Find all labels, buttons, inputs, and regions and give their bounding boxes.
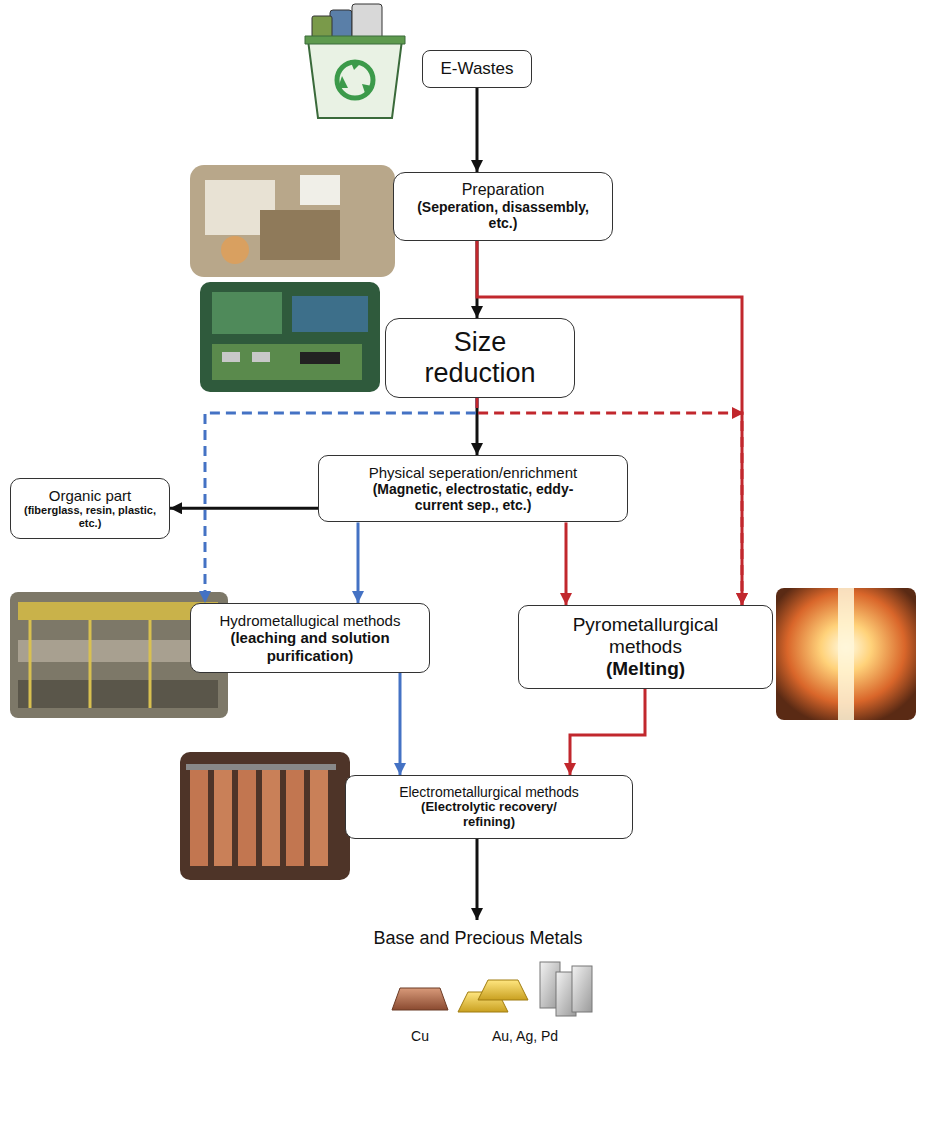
node-detail: (leaching and solution purification) [215,629,405,664]
flow-arrow [565,522,568,605]
node-title: Electrometallurgical methods [399,784,579,800]
process-box: Preparation(Seperation, disassembly, etc… [393,172,613,241]
output-node: Base and Precious Metals [340,920,616,957]
flow-arrow [170,507,318,510]
node-title: Preparation [462,181,545,199]
process-box: Electrometallurgical methods(Electrolyti… [345,775,633,839]
node-detail: (Melting) [606,658,685,680]
node-title: Organic part [49,487,132,504]
metal-label: Au, Ag, Pd [455,1028,595,1044]
node-title: Pyrometallurgical methods [551,614,741,658]
ewaste-bin-icon [305,4,405,118]
flow-arrow [357,522,360,603]
process-box: Physical seperation/enrichment(Magnetic,… [318,455,628,522]
node-title: Size reduction [415,327,545,389]
flow-arrow [399,673,402,775]
process-box: Pyrometallurgical methods(Melting) [518,605,773,689]
node-detail: (Electrolytic recovery/ refining) [394,800,584,830]
node-detail: (Magnetic, electrostatic, eddy-current s… [358,481,588,513]
node-title: Physical seperation/enrichment [369,464,577,481]
metal-bars [392,962,592,1016]
flow-arrow [570,689,645,775]
process-box: Organic part(fiberglass, resin, plastic,… [10,478,170,539]
node-title: E-Wastes [440,59,513,79]
furnace-fire-photo [776,588,916,720]
flow-arrow [476,88,479,172]
process-box: Size reduction [385,318,575,398]
metal-label: Cu [395,1028,445,1044]
preparation-photo [190,165,395,277]
flow-arrow [477,241,742,605]
flow-arrow [476,839,479,920]
node-detail: (fiberglass, resin, plastic, etc.) [19,504,161,529]
node-title: Base and Precious Metals [373,928,582,949]
node-detail: (Seperation, disassembly, etc.) [408,199,598,231]
circuit-board-photo [200,282,380,392]
process-box: E-Wastes [422,50,532,88]
node-title: Hydrometallugical methods [220,612,401,629]
process-box: Hydrometallugical methods(leaching and s… [190,603,430,673]
copper-cathode-photo [180,752,350,880]
